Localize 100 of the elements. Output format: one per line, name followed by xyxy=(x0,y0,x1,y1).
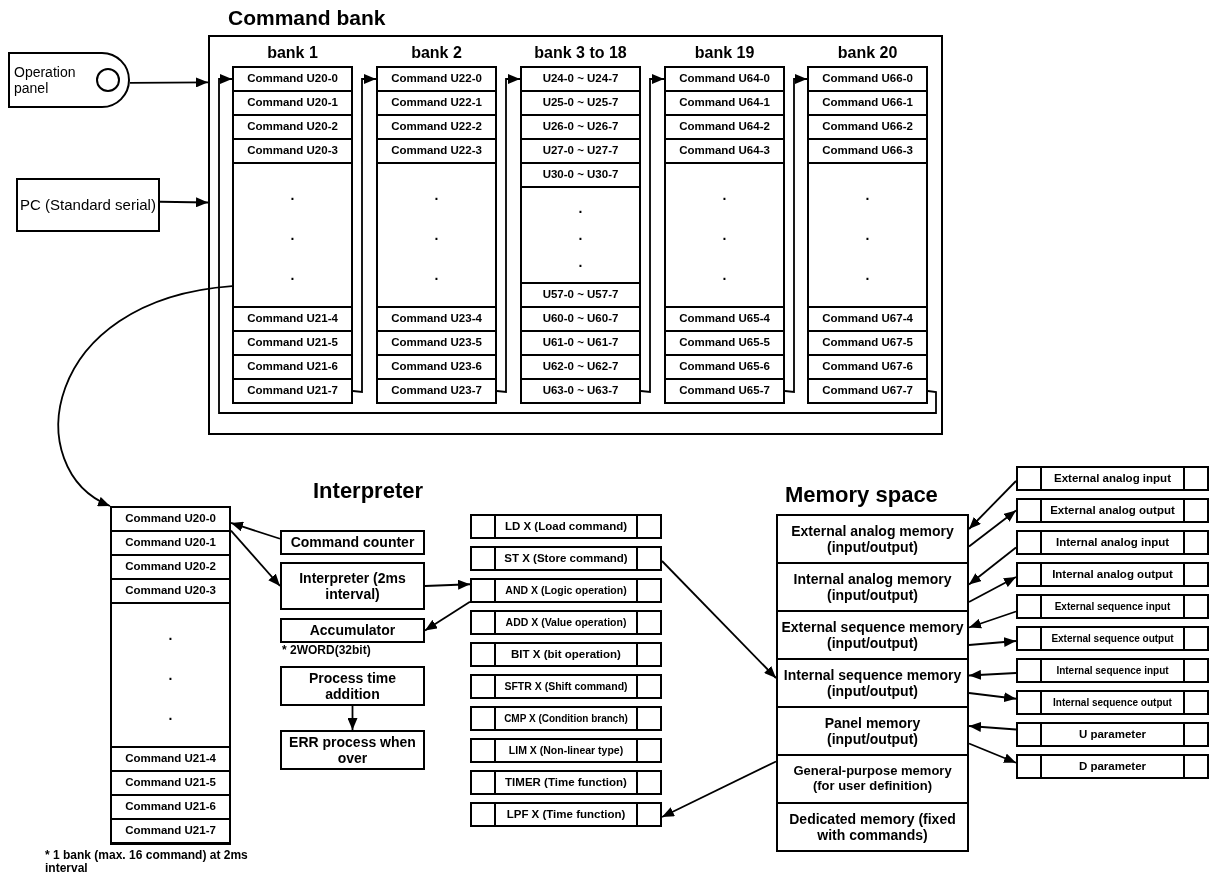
arrow xyxy=(218,74,937,414)
command-cell: Command U20-3 xyxy=(232,138,353,164)
command-row: LPF X (Time function) xyxy=(470,802,662,827)
bank-column xyxy=(110,506,231,845)
command-row: ST X (Store command) xyxy=(470,546,662,571)
arrow xyxy=(129,77,209,88)
command-cell: Command U67-5 xyxy=(807,330,928,356)
command-cell: U27-0 ~ U27-7 xyxy=(520,138,641,164)
command-cell: Command U67-4 xyxy=(807,306,928,332)
command-cell: Command U23-7 xyxy=(376,378,497,404)
process-box: Accumulator xyxy=(280,618,425,643)
ellipsis-cell: . . . xyxy=(664,162,785,308)
command-row: ADD X (Value operation) xyxy=(470,610,662,635)
command-cell: U62-0 ~ U62-7 xyxy=(520,354,641,380)
command-cell: U30-0 ~ U30-7 xyxy=(520,162,641,188)
process-box: Command counter xyxy=(280,530,425,555)
arrow xyxy=(968,669,1017,680)
io-row: Internal sequence input xyxy=(1016,658,1209,683)
arrow xyxy=(424,579,471,590)
section-title: Interpreter xyxy=(313,478,424,504)
footnote: * 1 bank (max. 16 command) at 2ms interval xyxy=(45,849,249,876)
io-row: External analog input xyxy=(1016,466,1209,491)
command-cell: Command U20-1 xyxy=(232,90,353,116)
command-cell: Command U64-3 xyxy=(664,138,785,164)
command-cell: Command U65-4 xyxy=(664,306,785,332)
command-cell: Command U66-2 xyxy=(807,114,928,140)
command-cell: Command U65-5 xyxy=(664,330,785,356)
arrow xyxy=(968,692,1017,703)
arrow xyxy=(661,760,777,818)
command-cell: Command U21-5 xyxy=(232,330,353,356)
command-row: SFTR X (Shift command) xyxy=(470,674,662,699)
io-row: External sequence output xyxy=(1016,626,1209,651)
io-row: D parameter xyxy=(1016,754,1209,779)
arrow xyxy=(352,74,377,393)
arrow xyxy=(661,560,777,679)
io-row: External analog output xyxy=(1016,498,1209,523)
arrow xyxy=(968,546,1017,586)
arrow xyxy=(968,576,1017,603)
column-heading: bank 19 xyxy=(693,44,756,63)
memory-cell: External sequence memory (input/output) xyxy=(776,610,969,660)
operation-panel-box: Operation panel xyxy=(8,52,130,108)
command-cell: Command U21-4 xyxy=(232,306,353,332)
arrow xyxy=(640,74,665,393)
command-cell: U26-0 ~ U26-7 xyxy=(520,114,641,140)
command-cell: U57-0 ~ U57-7 xyxy=(520,282,641,308)
command-cell: Command U64-0 xyxy=(664,66,785,92)
arrow xyxy=(784,74,808,393)
memory-cell: Internal sequence memory (input/output) xyxy=(776,658,969,708)
command-cell: Command U66-3 xyxy=(807,138,928,164)
io-row: U parameter xyxy=(1016,722,1209,747)
memory-cell: Dedicated memory (fixed with commands) xyxy=(776,802,969,852)
column-heading: bank 1 xyxy=(266,44,319,63)
command-row: LD X (Load command) xyxy=(470,514,662,539)
command-cell: Command U64-2 xyxy=(664,114,785,140)
command-cell: Command U22-2 xyxy=(376,114,497,140)
pc-box: PC (Standard serial) xyxy=(16,178,160,232)
command-row: AND X (Logic operation) xyxy=(470,578,662,603)
command-row: CMP X (Condition branch) xyxy=(470,706,662,731)
command-cell: Command U67-7 xyxy=(807,378,928,404)
command-row: LIM X (Non-linear type) xyxy=(470,738,662,763)
io-row: Internal analog input xyxy=(1016,530,1209,555)
command-cell: U60-0 ~ U60-7 xyxy=(520,306,641,332)
command-cell: Command U22-1 xyxy=(376,90,497,116)
command-row: TIMER (Time function) xyxy=(470,770,662,795)
command-cell: Command U22-3 xyxy=(376,138,497,164)
command-cell: Command U67-6 xyxy=(807,354,928,380)
command-cell: Command U20-0 xyxy=(232,66,353,92)
io-row: Internal sequence output xyxy=(1016,690,1209,715)
arrow xyxy=(347,705,358,731)
command-cell: Command U66-1 xyxy=(807,90,928,116)
io-row: Internal analog output xyxy=(1016,562,1209,587)
memory-cell: General-purpose memory (for user definition) xyxy=(776,754,969,804)
section-title: Memory space xyxy=(785,482,938,508)
process-box: Process time addition xyxy=(280,666,425,706)
memory-cell: Panel memory (input/output) xyxy=(776,706,969,756)
command-cell: Command U21-6 xyxy=(232,354,353,380)
arrow xyxy=(968,480,1017,530)
process-box: Interpreter (2ms interval) xyxy=(280,562,425,610)
command-cell: U25-0 ~ U25-7 xyxy=(520,90,641,116)
process-box: ERR process when over xyxy=(280,730,425,770)
column-heading: bank 3 to 18 xyxy=(533,44,628,63)
arrow xyxy=(968,610,1017,629)
command-cell: Command U23-4 xyxy=(376,306,497,332)
command-cell: U63-0 ~ U63-7 xyxy=(520,378,641,404)
command-cell: Command U22-0 xyxy=(376,66,497,92)
memory-cell: External analog memory (input/output) xyxy=(776,514,969,564)
footnote: * 2WORD(32bit) xyxy=(282,644,372,658)
command-cell: Command U23-5 xyxy=(376,330,497,356)
io-row: External sequence input xyxy=(1016,594,1209,619)
column-heading: bank 20 xyxy=(836,44,899,63)
arrow xyxy=(496,74,521,393)
memory-cell: Internal analog memory (input/output) xyxy=(776,562,969,612)
command-cell: Command U23-6 xyxy=(376,354,497,380)
arrow xyxy=(968,742,1017,764)
ellipsis-cell: . . . xyxy=(376,162,497,308)
arrow xyxy=(424,600,471,632)
ellipsis-cell: . . . xyxy=(807,162,928,308)
command-row: BIT X (bit operation) xyxy=(470,642,662,667)
arrow xyxy=(230,529,281,587)
command-cell: Command U21-7 xyxy=(232,378,353,404)
